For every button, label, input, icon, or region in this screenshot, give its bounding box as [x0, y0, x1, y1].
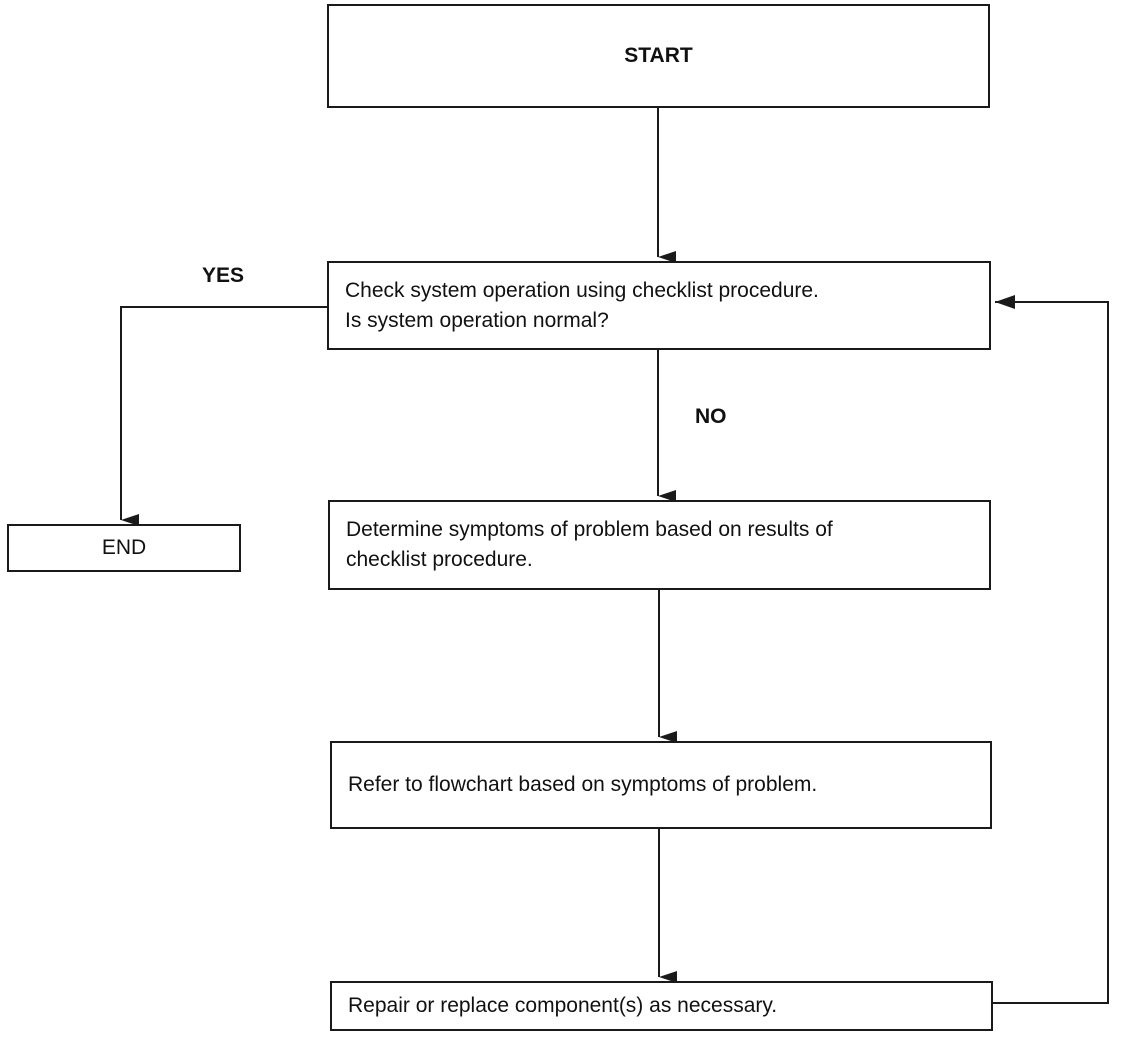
check-operation-node: Check system operation using checklist p… [327, 261, 991, 350]
yes-branch-label: YES [202, 264, 245, 287]
refer-flowchart-node: Refer to flowchart based on symptoms of … [330, 741, 992, 829]
start-node-text: START [624, 44, 693, 67]
check-operation-line-2: Is system operation normal? [345, 308, 609, 332]
repair-component-node: Repair or replace component(s) as necess… [330, 981, 993, 1031]
end-node: END [7, 524, 241, 572]
determine-symptoms-line-2: checklist procedure. [346, 548, 533, 571]
start-node: START [327, 4, 990, 108]
end-node-text: END [101, 536, 147, 559]
arrow-check-to-end [120, 306, 327, 526]
repair-component-text: Repair or replace component(s) as necess… [348, 994, 778, 1017]
refer-flowchart-text: Refer to flowchart based on symptoms of … [348, 773, 818, 796]
check-operation-line-1: Check system operation using checklist p… [345, 278, 819, 302]
arrow-repair-to-check-loop [993, 295, 1109, 1004]
no-branch-label: NO [695, 405, 727, 428]
determine-symptoms-node: Determine symptoms of problem based on r… [328, 500, 991, 590]
determine-symptoms-line-1: Determine symptoms of problem based on r… [346, 518, 833, 541]
